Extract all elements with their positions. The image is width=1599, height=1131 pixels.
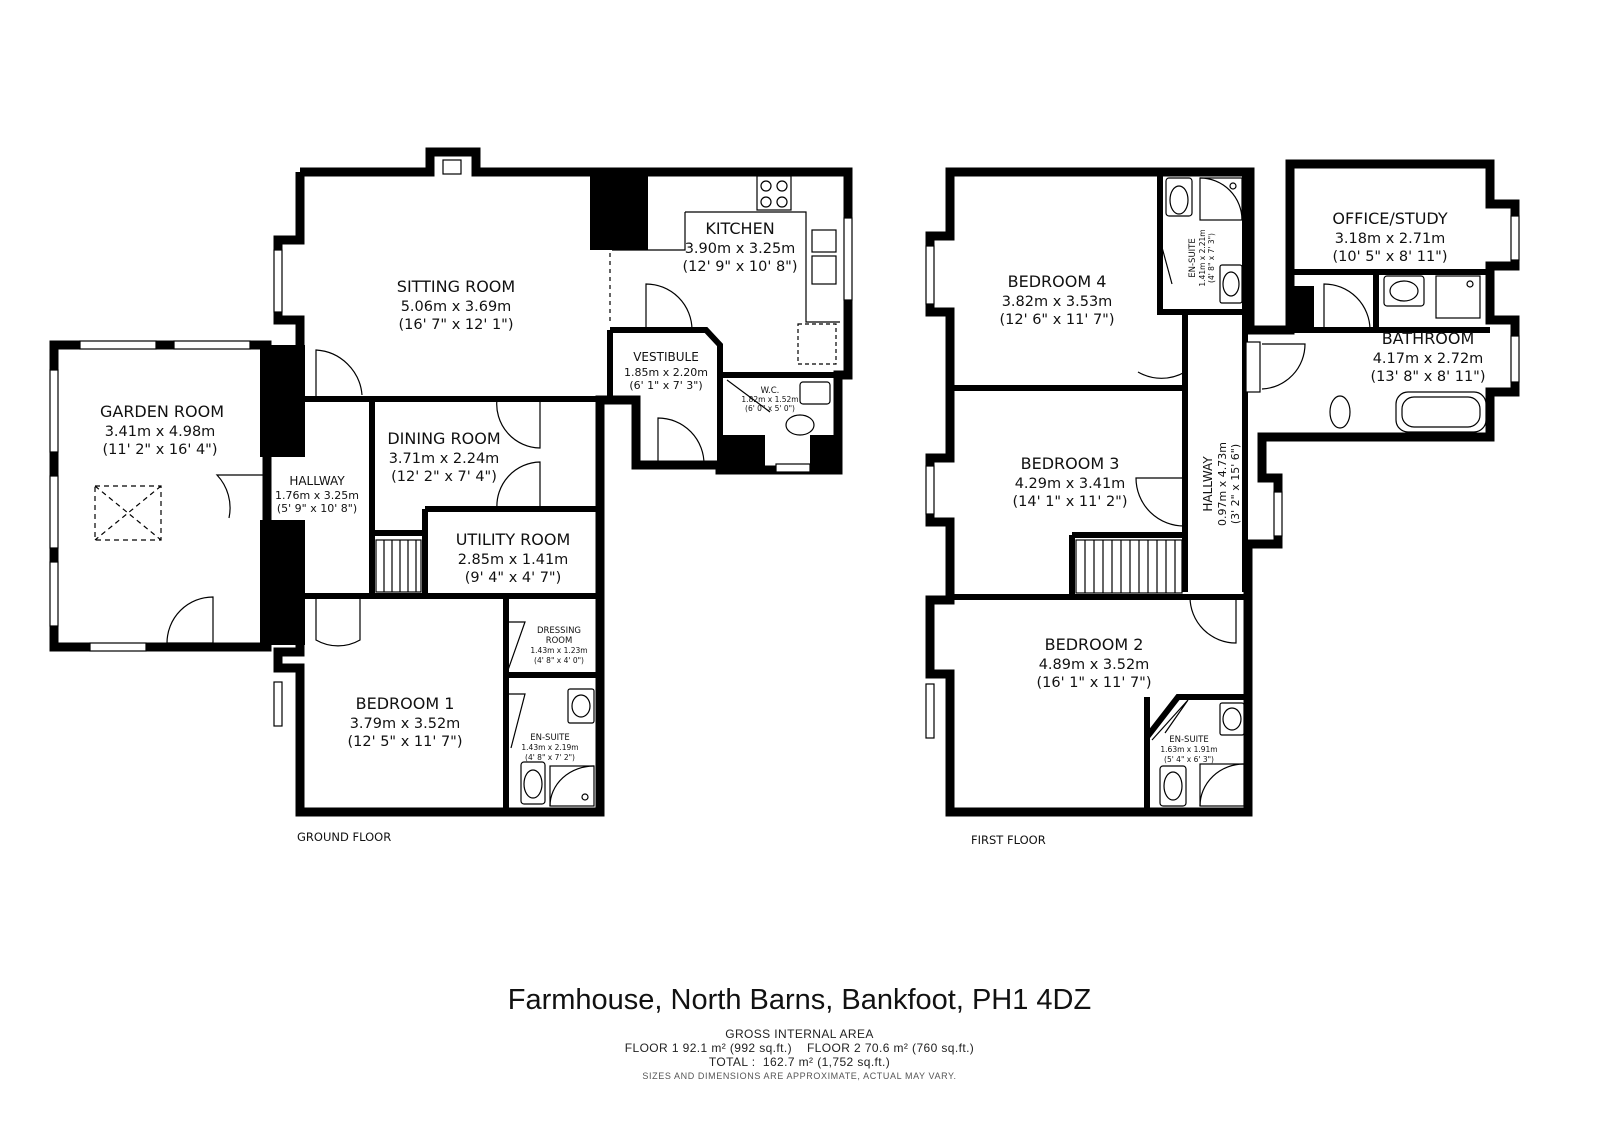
hallway-first-metric: 0.97m x 4.73m: [1216, 442, 1229, 526]
hallway-ground-metric: 1.76m x 3.25m: [275, 489, 359, 502]
utility-room-imperial: (9' 4" x 4' 7"): [465, 570, 562, 586]
dressing-room-name-1: DRESSING: [537, 626, 581, 636]
first-floor-label: FIRST FLOOR: [971, 833, 1046, 847]
bedroom-1-name: BEDROOM 1: [356, 694, 455, 713]
vestibule-name: VESTIBULE: [633, 350, 699, 364]
wc-metric: 1.82m x 1.52m: [741, 395, 798, 404]
first-floor-plan: BEDROOM 4 3.82m x 3.53m (12' 6" x 11' 7"…: [925, 159, 1520, 847]
bathroom-metric: 4.17m x 2.72m: [1373, 351, 1484, 367]
utility-room-metric: 2.85m x 1.41m: [458, 552, 569, 568]
first-floor-stairs: [1075, 539, 1183, 594]
dining-room-metric: 3.71m x 2.24m: [389, 451, 500, 467]
hallway-ground-imperial: (5' 9" x 10' 8"): [277, 502, 357, 515]
total-area: TOTAL : 162.7 m² (1,752 sq.ft.): [708, 1055, 891, 1069]
ground-floor-plan: GARDEN ROOM 3.41m x 4.98m (11' 2" x 16' …: [49, 147, 853, 844]
ensuite-ground-imperial: (4' 8" x 7' 2"): [525, 753, 575, 762]
sitting-room-metric: 5.06m x 3.69m: [401, 299, 512, 315]
bedroom-1-imperial: (12' 5" x 11' 7"): [348, 734, 463, 750]
wc-imperial: (6' 0" x 5' 0"): [745, 404, 795, 413]
ensuite-bottom-metric: 1.63m x 1.91m: [1160, 745, 1217, 754]
bedroom-3-imperial: (14' 1" x 11' 2"): [1013, 494, 1128, 510]
bedroom-2-name: BEDROOM 2: [1045, 635, 1144, 654]
bedroom-2-metric: 4.89m x 3.52m: [1039, 657, 1150, 673]
property-address: Farmhouse, North Barns, Bankfoot, PH1 4D…: [507, 984, 1092, 1016]
kitchen-imperial: (12' 9" x 10' 8"): [683, 259, 798, 275]
dining-room-name: DINING ROOM: [387, 429, 500, 448]
ensuite-top-imperial: (4' 8" x 7' 3"): [1207, 233, 1216, 283]
ensuite-bottom-name: EN-SUITE: [1169, 735, 1208, 745]
bedroom-1-metric: 3.79m x 3.52m: [350, 716, 461, 732]
bathroom-imperial: (13' 8" x 8' 11"): [1371, 369, 1486, 385]
hallway-first-name: HALLWAY: [1201, 456, 1215, 512]
garden-room-imperial: (11' 2" x 16' 4"): [103, 442, 218, 458]
office-name: OFFICE/STUDY: [1332, 209, 1447, 228]
bedroom-3-metric: 4.29m x 3.41m: [1015, 476, 1126, 492]
bedroom-3-name: BEDROOM 3: [1021, 454, 1120, 473]
vestibule-imperial: (6' 1" x 7' 3"): [629, 379, 702, 392]
bedroom-4-imperial: (12' 6" x 11' 7"): [1000, 312, 1115, 328]
wc-name: W.C.: [761, 386, 780, 396]
ensuite-top-name: EN-SUITE: [1188, 238, 1198, 277]
garden-room-name: GARDEN ROOM: [100, 402, 224, 421]
footer: Farmhouse, North Barns, Bankfoot, PH1 4D…: [0, 984, 1599, 1083]
office-imperial: (10' 5" x 8' 11"): [1333, 249, 1448, 265]
floor-areas: FLOOR 1 92.1 m² (992 sq.ft.) FLOOR 2 70.…: [624, 1041, 975, 1055]
ground-floor-label: GROUND FLOOR: [297, 830, 391, 844]
ground-stairs: [375, 539, 422, 593]
vestibule-metric: 1.85m x 2.20m: [624, 366, 708, 379]
garden-room-metric: 3.41m x 4.98m: [105, 424, 216, 440]
disclaimer: SIZES AND DIMENSIONS ARE APPROXIMATE, AC…: [642, 1071, 957, 1081]
hallway-first-imperial: (3' 2" x 15' 6"): [1229, 444, 1242, 524]
utility-room-name: UTILITY ROOM: [456, 530, 571, 549]
ensuite-bottom-imperial: (5' 4" x 6' 3"): [1164, 755, 1214, 764]
office-metric: 3.18m x 2.71m: [1335, 231, 1446, 247]
kitchen-name: KITCHEN: [705, 219, 774, 238]
ensuite-ground-metric: 1.43m x 2.19m: [521, 743, 578, 752]
dressing-room-metric: 1.43m x 1.23m: [530, 646, 587, 655]
sitting-room-imperial: (16' 7" x 12' 1"): [399, 317, 514, 333]
dressing-room-imperial: (4' 8" x 4' 0"): [534, 656, 584, 665]
bedroom-4-name: BEDROOM 4: [1008, 272, 1107, 291]
bedroom-4-metric: 3.82m x 3.53m: [1002, 294, 1113, 310]
ensuite-ground-name: EN-SUITE: [530, 733, 569, 743]
dining-room-imperial: (12' 2" x 7' 4"): [391, 469, 497, 485]
ensuite-top-metric: 1.41m x 2.21m: [1198, 229, 1207, 286]
hallway-ground-name: HALLWAY: [289, 474, 345, 488]
dressing-room-name-2: ROOM: [546, 636, 573, 646]
bedroom-2-imperial: (16' 1" x 11' 7"): [1037, 675, 1152, 691]
bathroom-name: BATHROOM: [1382, 329, 1475, 348]
gia-title: GROSS INTERNAL AREA: [725, 1027, 874, 1041]
sitting-room-name: SITTING ROOM: [397, 277, 515, 296]
kitchen-metric: 3.90m x 3.25m: [685, 241, 796, 257]
